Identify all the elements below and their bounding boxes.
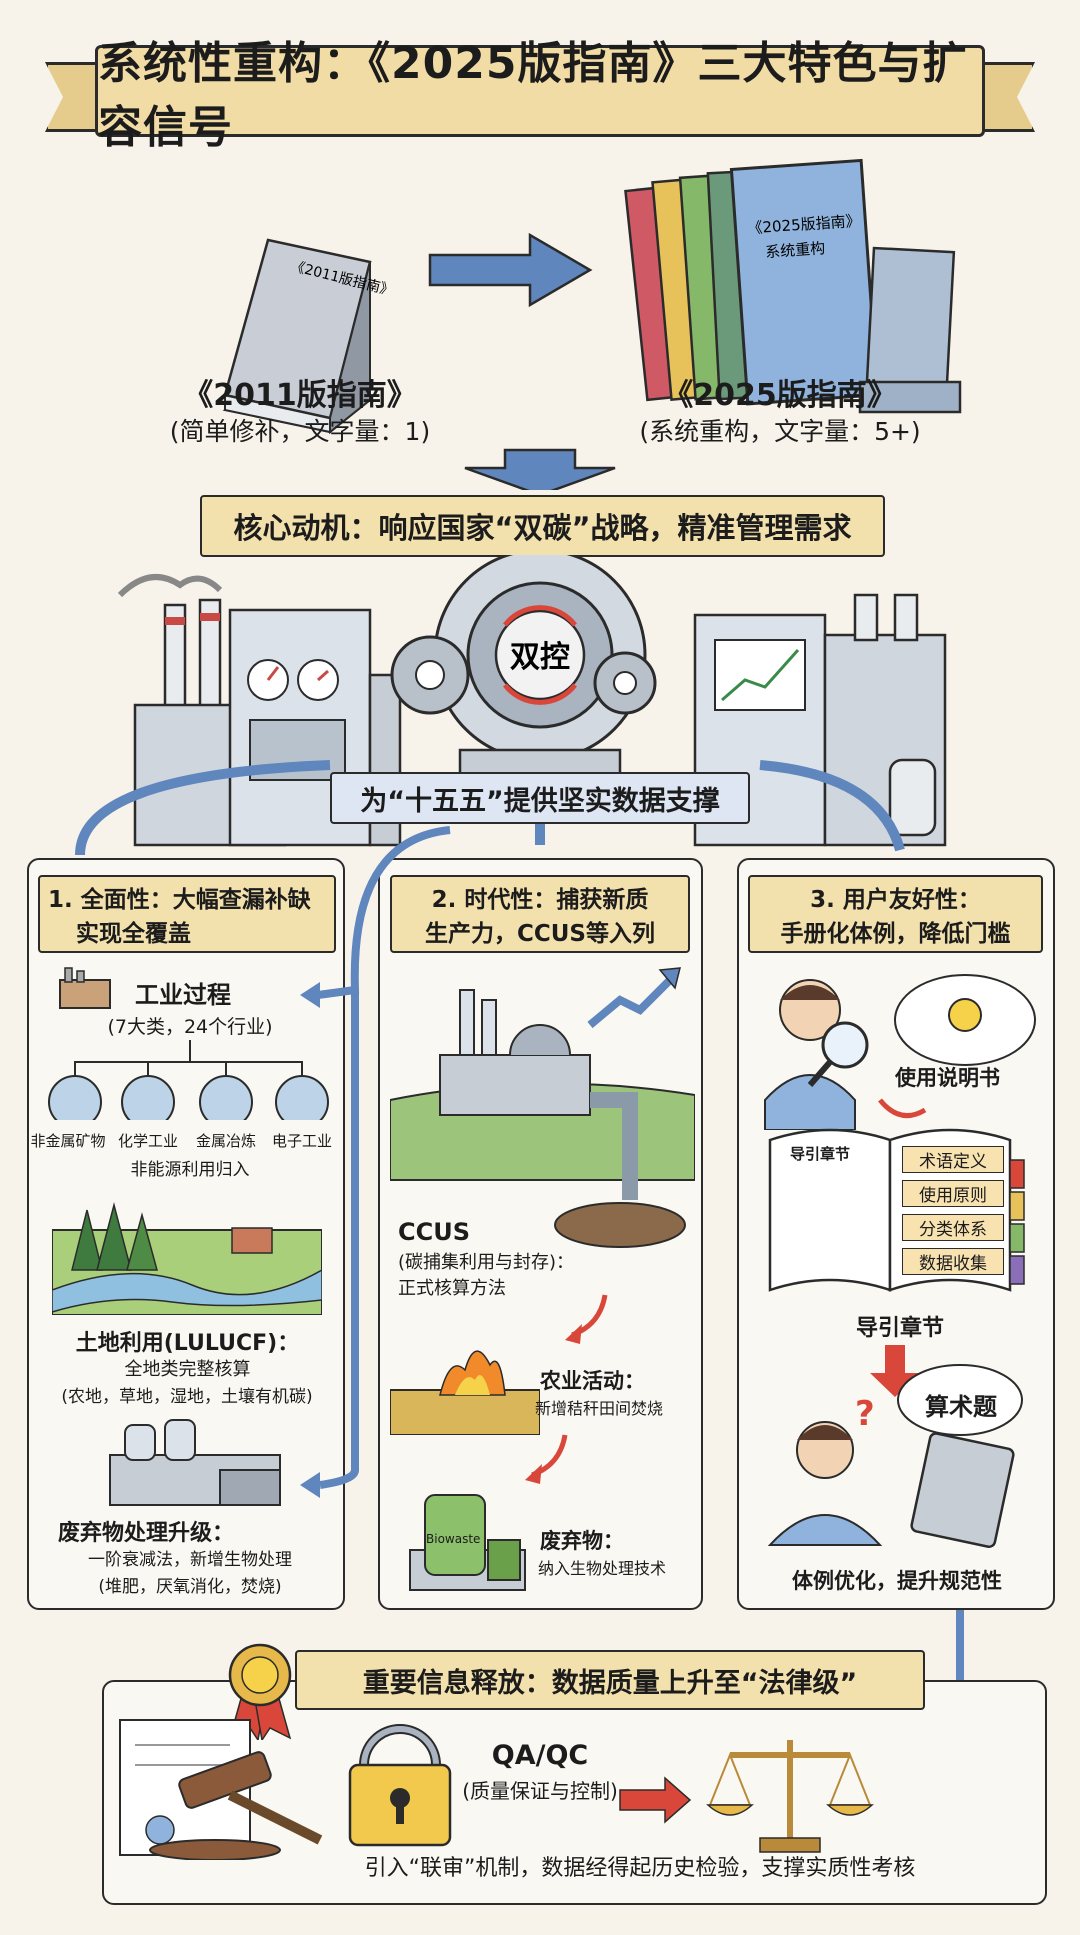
book-left-label: 导引章节 xyxy=(790,1145,851,1163)
old-guide-desc: (简单修补，文字量：1) xyxy=(169,417,431,446)
panel-1-title-line2: 实现全覆盖 xyxy=(76,921,191,947)
panel-3-title: 3. 用户友好性： 手册化体例，降低门槛 xyxy=(748,875,1043,953)
confused-person-illustration: ? xyxy=(767,1345,1023,1548)
industry-tree-icon xyxy=(48,1040,329,1120)
new-guide-name: 《2025版指南》 xyxy=(663,378,897,413)
manual-reader-illustration xyxy=(764,974,1036,1130)
page-title: 系统性重构：《2025版指南》三大特色与扩容信号 xyxy=(98,38,968,153)
right-machine-icon xyxy=(693,593,947,847)
upgrade-arrow-icon xyxy=(428,232,593,308)
factory-icon xyxy=(59,967,111,1009)
red-arrow-icon xyxy=(565,1294,608,1344)
medal-icon xyxy=(228,1643,292,1740)
ccus-line2: 正式核算方法 xyxy=(398,1278,506,1299)
panel-3-title-line1: 3. 用户友好性： xyxy=(810,887,981,913)
industry-item-2: 化学工业 xyxy=(117,1132,178,1150)
new-guide-books-icon xyxy=(624,158,962,414)
dual-control-text: 双控 xyxy=(510,640,570,675)
industrial-title: 工业过程 xyxy=(135,981,231,1009)
guide-chapter-label: 导引章节 xyxy=(855,1316,944,1341)
red-arrow-icon-2 xyxy=(525,1434,568,1484)
title-banner: 系统性重构：《2025版指南》三大特色与扩容信号 xyxy=(95,38,985,153)
panel-1-title: 1. 全面性：大幅查漏补缺 实现全覆盖 xyxy=(38,875,336,953)
ccus-plant-illustration xyxy=(390,967,695,1248)
biowaste-tank-label: Biowaste xyxy=(426,1532,481,1546)
panel-2-title-line1: 2. 时代性：捕获新质 xyxy=(431,887,649,913)
land-use-landscape-icon xyxy=(52,1202,322,1315)
math-label: 算术题 xyxy=(925,1393,997,1421)
land-line1: 全地类完整核算 xyxy=(124,1359,251,1380)
new-guide-desc: (系统重构，文字量：5+) xyxy=(639,417,921,446)
land-title: 土地利用(LULUCF)： xyxy=(75,1331,300,1356)
legal-title: 重要信息释放：数据质量上升至“法律级” xyxy=(362,1667,858,1699)
gear-machine-icon xyxy=(390,555,657,782)
ccus-line1: (碳捕集利用与封存)： xyxy=(398,1252,575,1273)
legal-illustration xyxy=(119,1719,874,1860)
industrial-sub: (7大类，24个行业) xyxy=(107,1016,273,1038)
waste-facility-icon xyxy=(109,1419,281,1506)
land-line2: (农地，草地，湿地，土壤有机碳) xyxy=(61,1387,313,1407)
old-guide-book-icon xyxy=(222,238,373,435)
panel-2-title-line2: 生产力，CCUS等入列 xyxy=(425,921,655,947)
svg-text:?: ? xyxy=(855,1394,875,1434)
manual-label: 使用说明书 xyxy=(895,1066,1000,1090)
waste-title: 废弃物处理升级： xyxy=(58,1521,235,1546)
waste-line2: (堆肥，厌氧消化，焚烧) xyxy=(98,1577,282,1597)
qaqc-sub: (质量保证与控制) xyxy=(462,1779,618,1803)
straw-burning-icon xyxy=(390,1350,540,1435)
panel-1-title-line1: 1. 全面性：大幅查漏补缺 xyxy=(48,887,311,913)
panel-3-title-line2: 手册化体例，降低门槛 xyxy=(780,921,1011,947)
waste2-line1: 纳入生物处理技术 xyxy=(538,1559,667,1578)
agri-title: 农业活动： xyxy=(540,1369,645,1393)
guide-comparison-illustration: 《2011版指南》 《2025版指南》 系统重构 xyxy=(222,158,962,490)
support-label: 为“十五五”提供坚实数据支撑 xyxy=(330,772,750,824)
panel-2-title: 2. 时代性：捕获新质 生产力，CCUS等入列 xyxy=(390,875,690,953)
legal-title-label: 重要信息释放：数据质量上升至“法律级” xyxy=(295,1650,925,1710)
core-motive-text: 核心动机：响应国家“双碳”战略，精准管理需求 xyxy=(233,511,852,545)
industry-note: 非能源利用归入 xyxy=(130,1160,250,1180)
waste-line1: 一阶衰减法，新增生物处理 xyxy=(88,1550,292,1570)
industry-item-3: 金属冶炼 xyxy=(195,1132,256,1150)
agri-line1: 新增秸秆田间焚烧 xyxy=(535,1399,664,1418)
waste2-title: 废弃物： xyxy=(540,1529,624,1553)
panel-3-bottom: 体例优化，提升规范性 xyxy=(792,1569,1002,1593)
support-text: 为“十五五”提供坚实数据支撑 xyxy=(360,785,720,817)
tab-usage-principles: 使用原则 xyxy=(902,1180,1004,1207)
new-book-cover-text-2: 系统重构 xyxy=(765,239,826,261)
legal-bottom: 引入“联审”机制，数据经得起历史检验，支撑实质性考核 xyxy=(364,1856,916,1881)
qaqc-title: QA/QC xyxy=(491,1740,589,1771)
tab-term-definition: 术语定义 xyxy=(902,1146,1004,1173)
industry-item-4: 电子工业 xyxy=(271,1132,332,1150)
biowaste-tank-icon xyxy=(409,1494,526,1591)
old-guide-name: 《2011版指南》 xyxy=(183,378,417,413)
ccus-title: CCUS xyxy=(398,1218,470,1246)
core-motive-label: 核心动机：响应国家“双碳”战略，精准管理需求 xyxy=(200,495,885,557)
tab-classification: 分类体系 xyxy=(902,1214,1004,1241)
down-arrow-icon xyxy=(464,448,616,490)
industry-item-1: 非金属矿物 xyxy=(30,1132,106,1150)
tab-data-collection: 数据收集 xyxy=(902,1248,1004,1275)
dual-control-machinery-illustration: 双控 xyxy=(75,555,947,856)
